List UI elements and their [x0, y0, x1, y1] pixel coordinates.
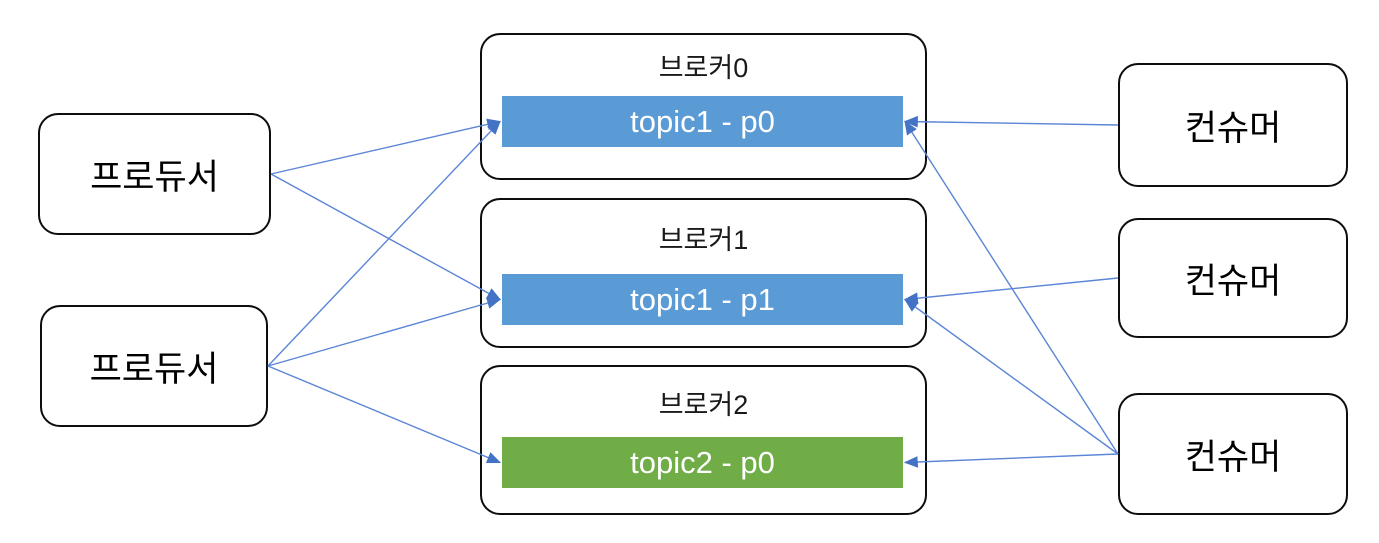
broker-1-box: 브로커1 topic1 - p1	[480, 198, 927, 348]
broker-0-title: 브로커0	[658, 53, 749, 83]
broker-0-box: 브로커0 topic1 - p0	[480, 33, 927, 180]
connector-arrow	[904, 120, 1119, 455]
producer-2-label: 프로듀서	[89, 349, 219, 389]
producer-box-2: 프로듀서	[40, 305, 268, 427]
connector-arrow	[270, 118, 502, 175]
broker-2-title: 브로커2	[658, 389, 749, 420]
connector-arrow	[903, 115, 1119, 128]
consumer-box-2: 컨슈머	[1118, 218, 1348, 338]
connector-arrow	[267, 365, 502, 464]
connector-arrow	[904, 298, 1119, 455]
consumer-1-label: 컨슈머	[1184, 108, 1282, 148]
connector-arrow	[903, 277, 1119, 305]
topic1-p1-bar: topic1 - p1	[502, 274, 903, 325]
connector-arrow	[270, 173, 502, 301]
connector-arrow	[267, 297, 502, 367]
consumer-box-3: 컨슈머	[1118, 393, 1348, 515]
consumer-3-label: 컨슈머	[1184, 437, 1282, 477]
connector-arrow	[267, 120, 501, 367]
producer-1-label: 프로듀서	[90, 157, 219, 197]
broker-2-box: 브로커2 topic2 - p0	[480, 365, 927, 515]
topic1-p0-bar: topic1 - p0	[502, 96, 903, 147]
broker-1-title: 브로커1	[658, 224, 749, 255]
connector-arrow	[903, 453, 1119, 468]
producer-box-1: 프로듀서	[38, 113, 271, 235]
consumer-2-label: 컨슈머	[1184, 261, 1282, 301]
topic2-p0-bar: topic2 - p0	[502, 437, 903, 488]
consumer-box-1: 컨슈머	[1118, 63, 1348, 187]
